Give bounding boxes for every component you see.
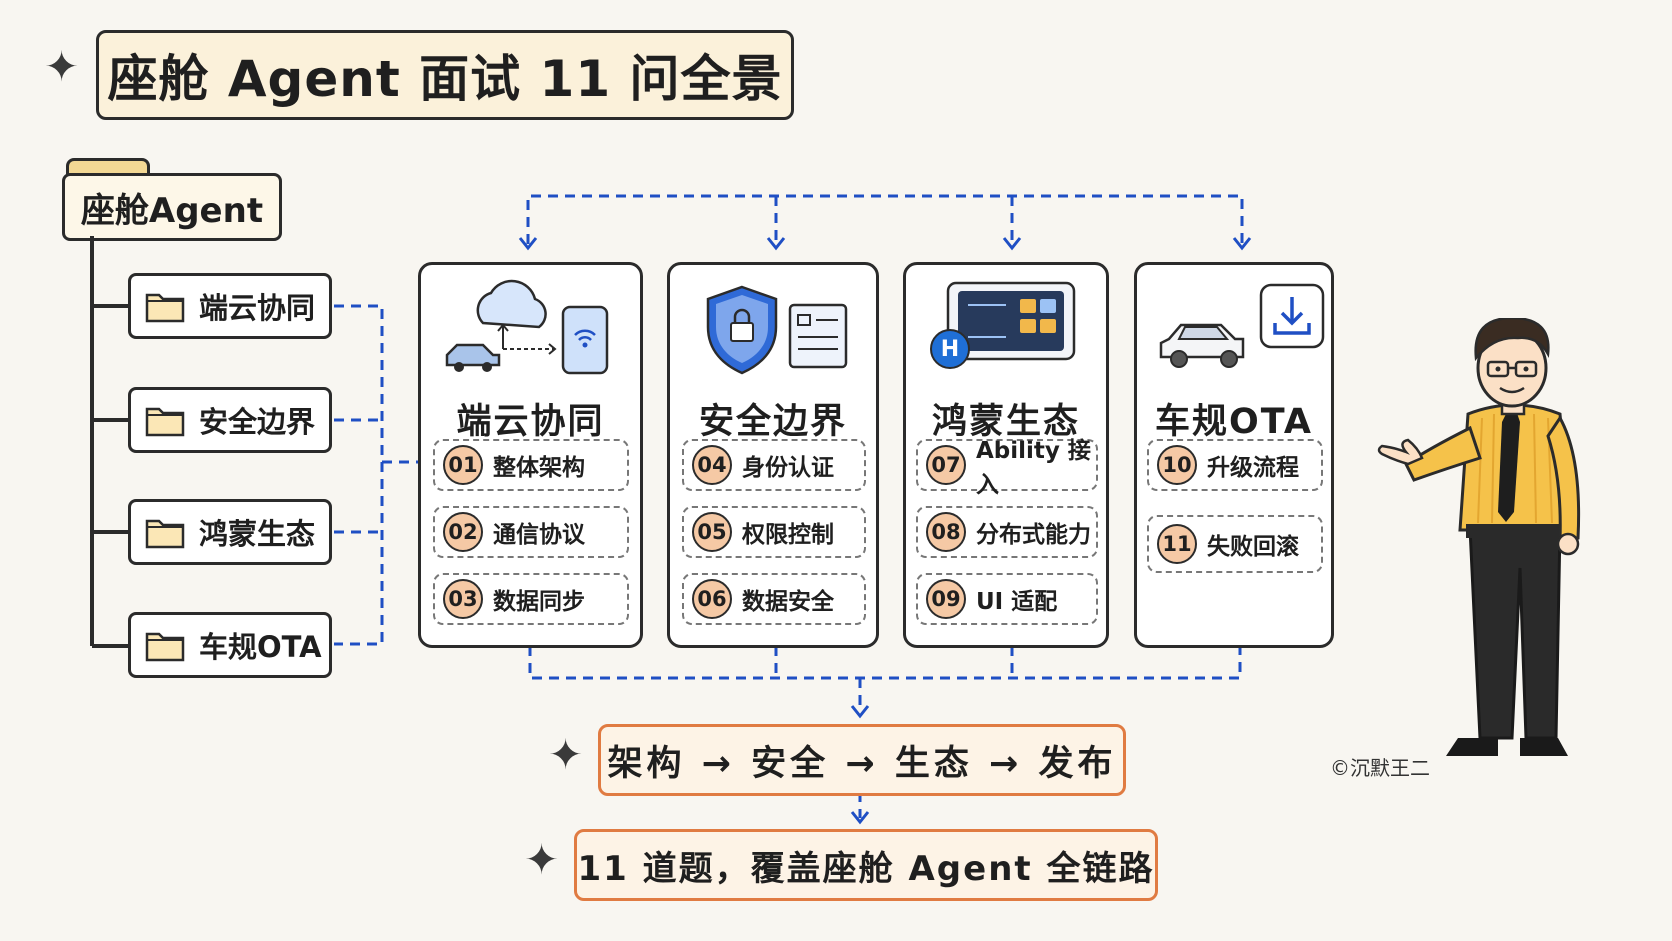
question-number: 06 [692, 579, 732, 619]
question-item-11[interactable]: 11 失败回滚 [1147, 515, 1323, 573]
question-label: 分布式能力 [976, 522, 1091, 548]
tree-item-hongmeng[interactable]: 鸿蒙生态 [128, 499, 332, 565]
page-title: 座舱 Agent 面试 11 问全景 [96, 30, 794, 120]
tree-item-label: 鸿蒙生态 [199, 517, 316, 551]
card-title: 车规OTA [1155, 402, 1313, 442]
card-title: 鸿蒙生态 [931, 402, 1080, 442]
question-label: 通信协议 [493, 522, 585, 548]
question-number: 03 [443, 579, 483, 619]
tree-item-label: 车规OTA [199, 630, 322, 664]
question-number: 05 [692, 512, 732, 552]
question-label: 身份认证 [742, 455, 834, 481]
question-item-07[interactable]: 07 Ability 接入 [916, 438, 1098, 498]
question-label: 升级流程 [1207, 455, 1299, 481]
question-number: 10 [1157, 445, 1197, 485]
question-label: Ability 接入 [976, 438, 1091, 498]
question-item-04[interactable]: 04 身份认证 [682, 439, 866, 491]
cloud-car-phone-icon [445, 279, 609, 375]
question-number: 09 [926, 579, 966, 619]
tree-item-label: 端云协同 [199, 291, 316, 325]
question-number: 08 [926, 512, 966, 552]
presenter-illustration [1377, 318, 1581, 756]
question-number: 07 [926, 445, 966, 485]
question-number: 02 [443, 512, 483, 552]
question-label: UI 适配 [976, 589, 1058, 615]
folder-icon [145, 293, 185, 323]
watermark: ©沉默王二 [1330, 756, 1430, 780]
question-item-09[interactable]: 09 UI 适配 [916, 573, 1098, 625]
title-sparkle-icon: ✦ [44, 42, 80, 91]
question-label: 数据同步 [493, 589, 585, 615]
tree-item-cloud[interactable]: 端云协同 [128, 273, 332, 339]
question-item-05[interactable]: 05 权限控制 [682, 506, 866, 558]
tree-item-label: 安全边界 [199, 405, 316, 439]
card-security: 安全边界 04 身份认证 05 权限控制 06 数据安全 [667, 262, 879, 648]
card-cloud-collab: 端云协同 01 整体架构 02 通信协议 03 数据同步 [418, 262, 643, 648]
question-label: 失败回滚 [1207, 534, 1299, 560]
question-number: 04 [692, 445, 732, 485]
question-item-01[interactable]: 01 整体架构 [433, 439, 629, 491]
question-label: 整体架构 [493, 455, 585, 481]
tree-item-ota[interactable]: 车规OTA [128, 612, 332, 678]
card-title: 安全边界 [698, 402, 847, 442]
card-title: 端云协同 [456, 402, 605, 442]
summary-sparkle-icon: ✦ [524, 835, 560, 884]
folder-icon [145, 632, 185, 662]
flow-sequence: 架构 → 安全 → 生态 → 发布 [598, 724, 1126, 796]
question-label: 权限控制 [742, 522, 834, 548]
question-item-03[interactable]: 03 数据同步 [433, 573, 629, 625]
question-label: 数据安全 [742, 589, 834, 615]
shield-lock-icon [706, 285, 848, 375]
question-item-06[interactable]: 06 数据安全 [682, 573, 866, 625]
tree-root: 座舱Agent [62, 173, 282, 241]
folder-icon [145, 407, 185, 437]
question-item-08[interactable]: 08 分布式能力 [916, 506, 1098, 558]
question-item-10[interactable]: 10 升级流程 [1147, 439, 1323, 491]
flow-sparkle-icon: ✦ [548, 730, 584, 779]
card-ota: 车规OTA 10 升级流程 11 失败回滚 [1134, 262, 1334, 648]
question-number: 01 [443, 445, 483, 485]
summary-banner: 11 道题，覆盖座舱 Agent 全链路 [574, 829, 1158, 901]
tablet-dashboard-icon [946, 281, 1076, 361]
tree-item-security[interactable]: 安全边界 [128, 387, 332, 453]
suv-download-icon [1159, 283, 1325, 368]
card-hongmeng: H 鸿蒙生态 07 Ability 接入 08 分布式能力 09 UI 适配 [903, 262, 1109, 648]
question-item-02[interactable]: 02 通信协议 [433, 506, 629, 558]
hongmeng-badge-icon: H [930, 329, 970, 369]
question-number: 11 [1157, 524, 1197, 564]
folder-icon [145, 519, 185, 549]
